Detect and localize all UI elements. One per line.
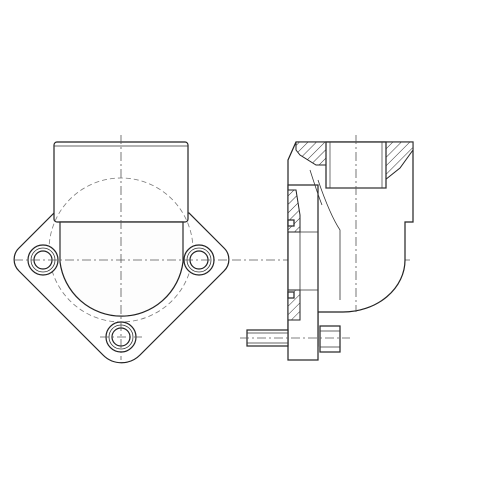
side-section-view [240,135,414,361]
front-view [13,135,230,364]
bolt [246,325,341,353]
internal-passage [317,179,341,300]
internal-passage-outer [309,169,323,206]
oring-groove-top [287,219,295,227]
oring-groove-bottom [287,291,295,299]
bolt-nut [319,325,341,353]
round-body-lower [59,221,184,317]
elbow-body-outline [287,141,414,347]
bolt-hole-right [183,244,215,276]
